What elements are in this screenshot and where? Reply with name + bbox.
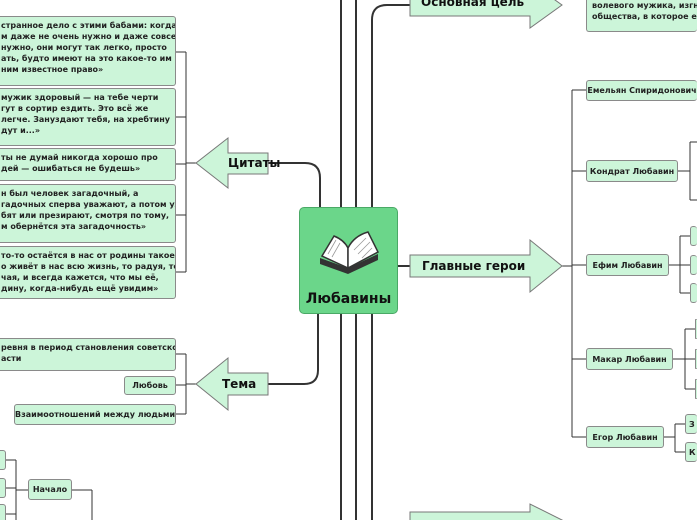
- hero-subitem[interactable]: [695, 349, 697, 369]
- quotes-arrow: [195, 136, 269, 190]
- goal-label[interactable]: Основная цель: [421, 0, 525, 9]
- bottom-arrow: [409, 503, 564, 520]
- central-topic[interactable]: Любавины: [299, 207, 398, 314]
- hero-item[interactable]: Егор Любавин: [586, 426, 664, 448]
- hero-subitem[interactable]: [690, 255, 697, 275]
- theme-item[interactable]: Любовь: [124, 376, 176, 395]
- theme-arrow: [195, 356, 269, 412]
- quote-item[interactable]: мужик здоровый — на тебе черти гут в сор…: [0, 88, 176, 146]
- plot-subitem[interactable]: [0, 504, 6, 520]
- connector-theme: [268, 289, 319, 385]
- open-book-icon: [320, 231, 379, 274]
- quote-item[interactable]: странное дело с этими бабами: когда м да…: [0, 16, 176, 86]
- quote-item[interactable]: н был человек загадочный, а гадочных спе…: [0, 184, 176, 243]
- hero-subitem[interactable]: [695, 379, 697, 399]
- hero-subitem[interactable]: З: [685, 414, 697, 434]
- theme-label[interactable]: Тема: [222, 377, 257, 391]
- plot-subitem[interactable]: [0, 478, 6, 498]
- hero-item[interactable]: Кондрат Любавин: [586, 160, 678, 182]
- central-topic-title: Любавины: [305, 291, 392, 307]
- hero-subitem[interactable]: [690, 283, 697, 303]
- hero-subitem[interactable]: [690, 226, 697, 246]
- plot-subitem[interactable]: [0, 450, 6, 470]
- quote-item[interactable]: то-то остаётся в нас от родины такое, о …: [0, 246, 176, 299]
- hero-item[interactable]: Ефим Любавин: [586, 254, 669, 276]
- hero-subitem[interactable]: К: [685, 442, 697, 462]
- heroes-arrow: [409, 238, 563, 294]
- heroes-label[interactable]: Главные герои: [422, 259, 526, 273]
- plot-item[interactable]: Начало: [28, 479, 72, 500]
- theme-item[interactable]: Взаимоотношений между людьми: [14, 404, 176, 425]
- connector-goal: [371, 4, 410, 207]
- connector-quotes: [268, 162, 321, 241]
- hero-subitem[interactable]: [695, 319, 697, 339]
- quote-item[interactable]: ты не думай никогда хорошо про дей — оши…: [0, 148, 176, 181]
- goal-arrow: [409, 0, 563, 29]
- quotes-label[interactable]: Цитаты: [228, 156, 281, 170]
- goal-description[interactable]: волевого мужика, изгна общества, в котор…: [586, 0, 697, 32]
- hero-item[interactable]: Емельян Спиридонович: [586, 80, 697, 101]
- theme-item[interactable]: ревня в период становления советской аст…: [0, 338, 176, 371]
- hero-item[interactable]: Макар Любавин: [586, 348, 673, 370]
